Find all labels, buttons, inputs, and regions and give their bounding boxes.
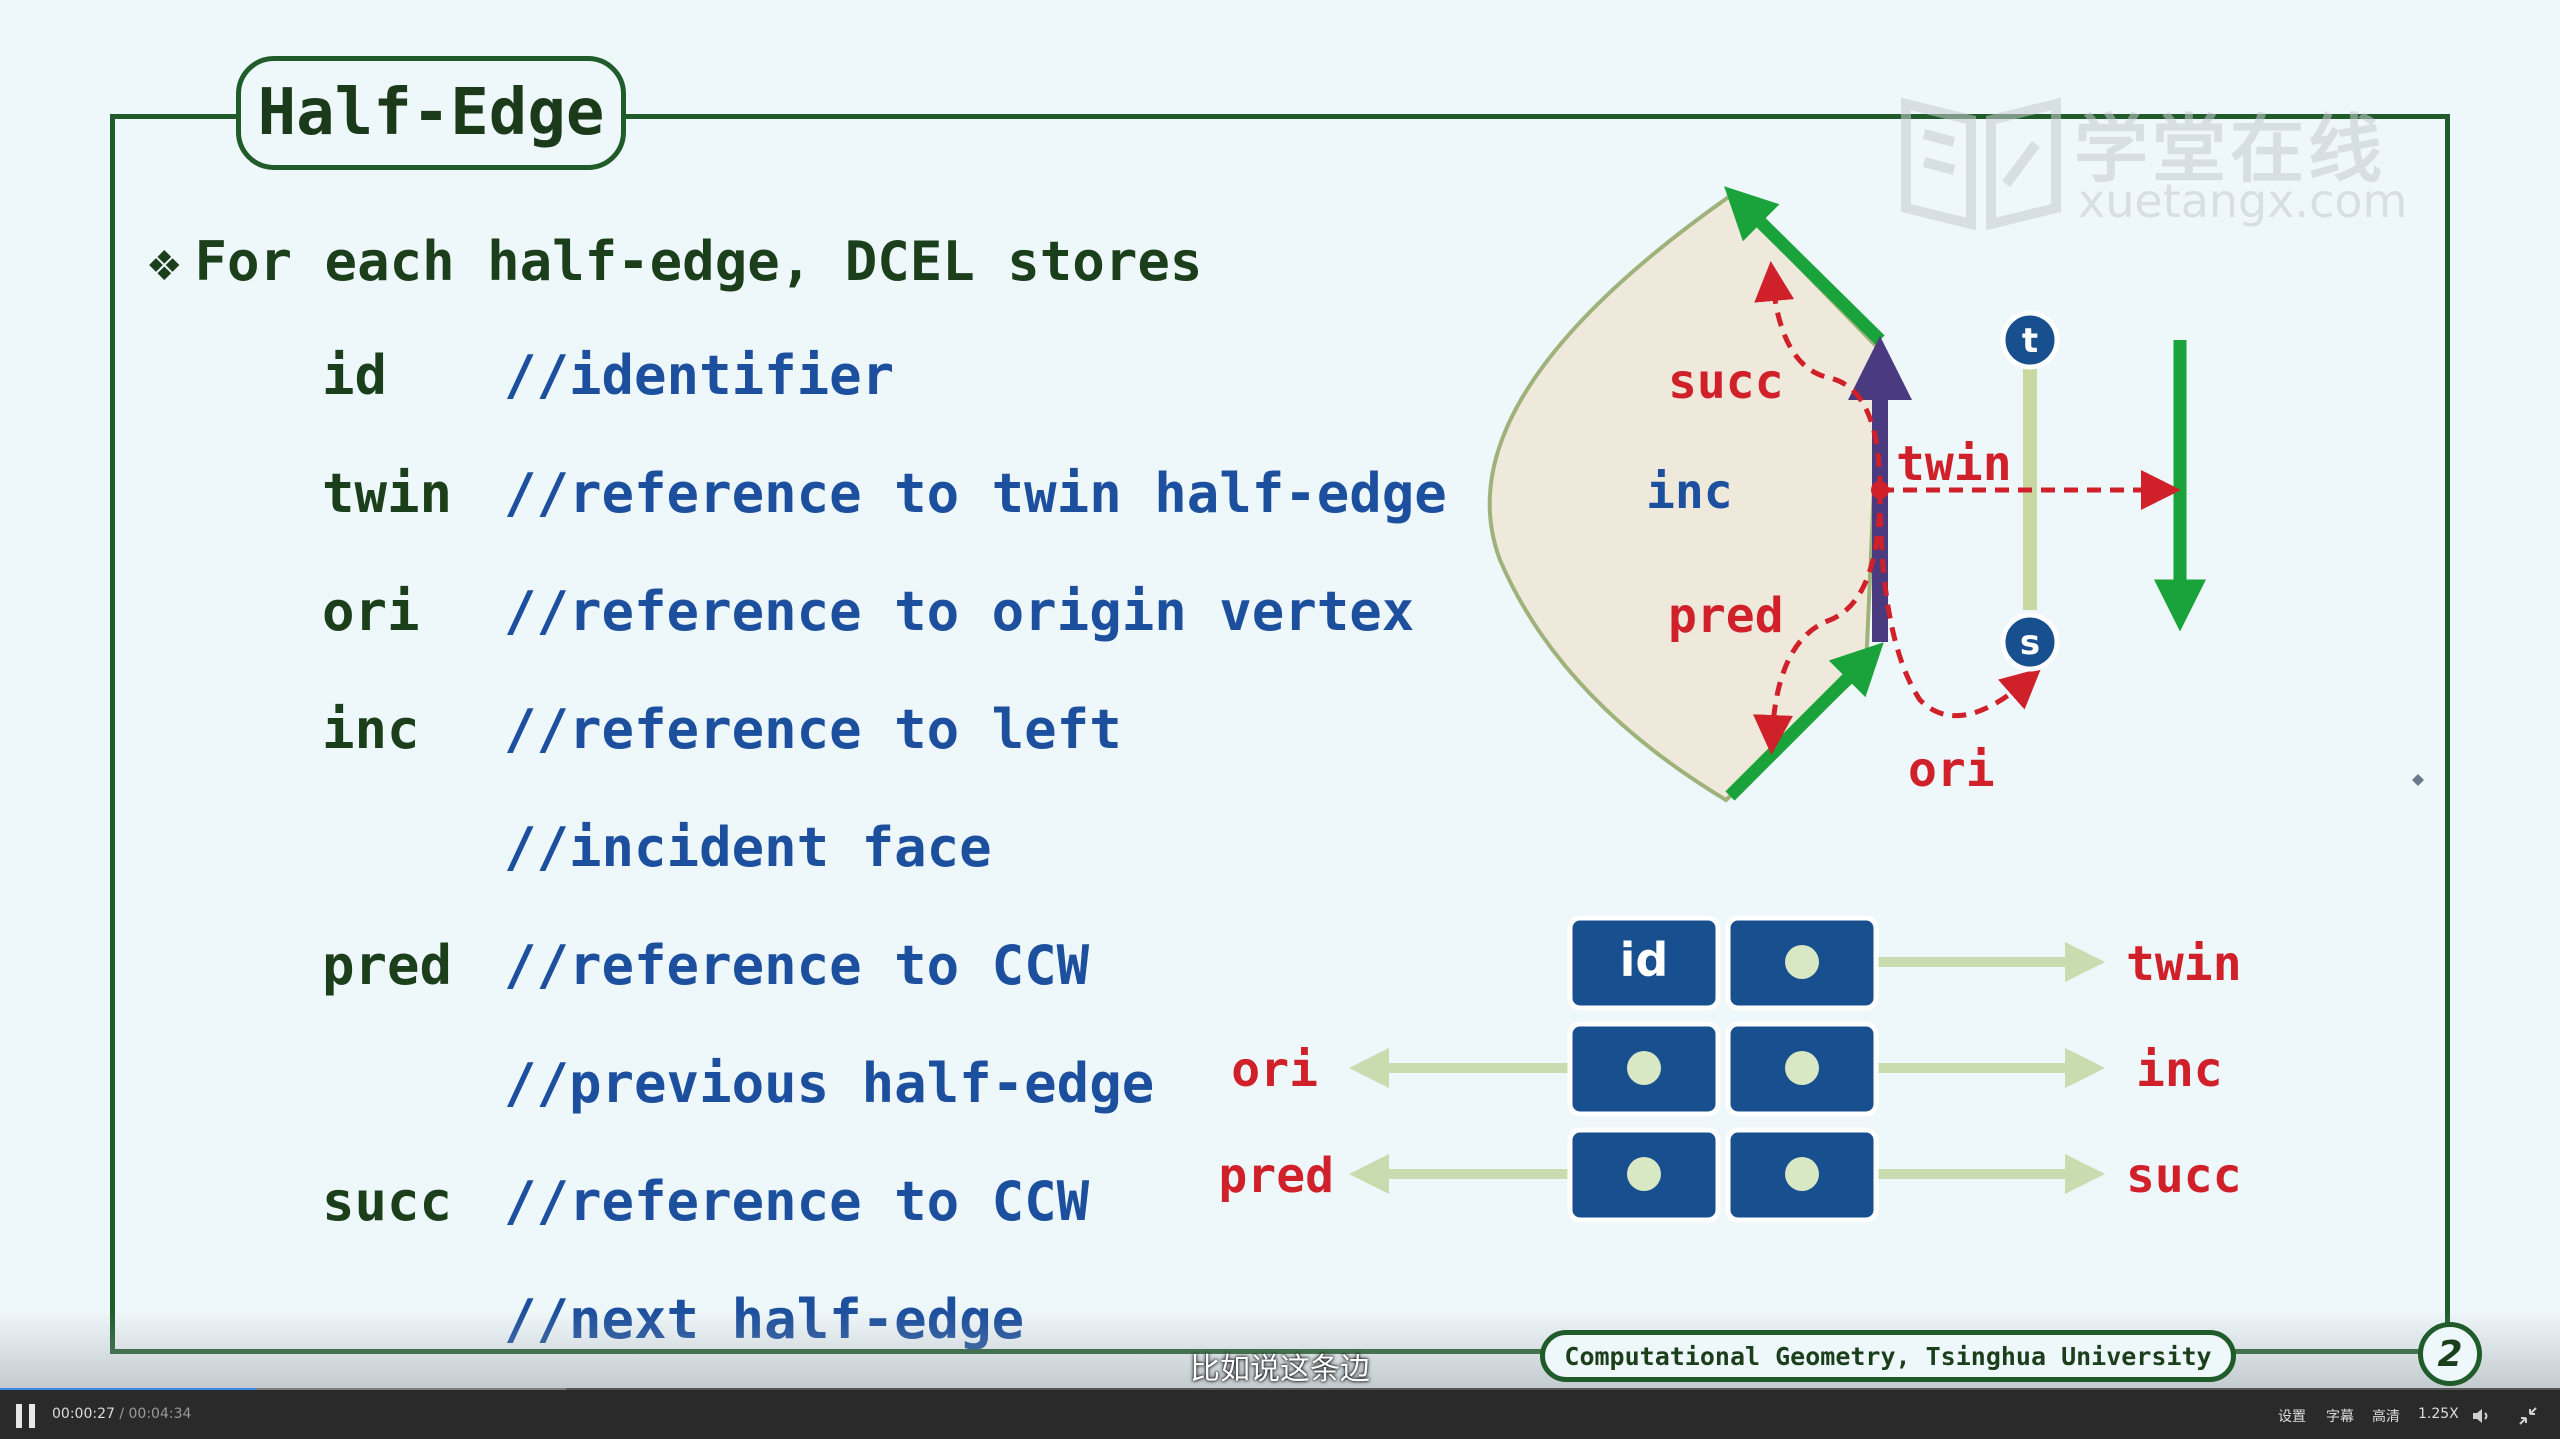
video-subtitle: 比如说这条边 (1190, 1352, 1370, 1387)
field-comment: //previous half-edge (504, 1052, 1155, 1115)
watermark-cn: 学堂在线 (2074, 107, 2386, 193)
quality-button[interactable]: 高清 (2372, 1409, 2400, 1425)
cursor-dot (2412, 774, 2424, 786)
record-succ-label: succ (2126, 1148, 2242, 1204)
vertex-s-label: s (2020, 623, 2040, 663)
field-comment: //incident face (504, 816, 992, 879)
volume-button[interactable] (2470, 1404, 2494, 1428)
watermark-url: xuetangx.com (2078, 174, 2408, 228)
diagram-pred-label: pred (1668, 588, 1784, 644)
slide-page-number: 2 (2418, 1322, 2482, 1386)
record-twin-label: twin (2126, 936, 2242, 992)
ori-pointer-dot (1627, 1051, 1661, 1085)
slide: Half-Edge 学堂在线 xuetangx.com ❖For each ha… (0, 56, 2560, 1390)
record-table: id twin inc succ ori pred (1218, 915, 2242, 1223)
field-name: pred (322, 934, 453, 997)
succ-pointer (1754, 261, 1883, 491)
half-edge-midpoint (1871, 481, 1889, 499)
current-time: 00:00:27 (52, 1406, 115, 1422)
pause-icon (29, 1404, 35, 1428)
ori-pointer (1877, 489, 2042, 719)
succ-pointer-dot (1785, 1157, 1819, 1191)
exit-fullscreen-button[interactable] (2516, 1404, 2540, 1428)
pause-icon (16, 1404, 22, 1428)
record-ori-label: ori (1231, 1042, 1318, 1098)
bullet-icon: ❖ (148, 230, 181, 293)
inc-pointer-dot (1785, 1051, 1819, 1085)
record-inc-label: inc (2136, 1042, 2223, 1098)
field-name: twin (322, 462, 453, 525)
field-comment: //reference to twin half-edge (504, 462, 1447, 525)
exit-fullscreen-icon (2519, 1407, 2537, 1425)
field-comment: //reference to origin vertex (504, 580, 1415, 643)
pred-green-arrow (1725, 642, 1884, 801)
speed-button[interactable]: 1.25X (2418, 1406, 2459, 1422)
incident-face (1487, 193, 1883, 803)
captions-button[interactable]: 字幕 (2326, 1409, 2354, 1425)
field-comment: //identifier (504, 344, 895, 407)
slide-title: Half-Edge (236, 56, 626, 170)
half-edge-diagram: t s succ inc twin pred ori id twin (1218, 186, 2424, 1223)
succ-green-arrow (1724, 186, 1885, 345)
field-name: inc (322, 698, 420, 761)
duration: 00:04:34 (128, 1406, 192, 1422)
watermark-logo: 学堂在线 xuetangx.com (1896, 84, 2416, 234)
time-separator: / (114, 1406, 129, 1422)
settings-button[interactable]: 设置 (2278, 1409, 2306, 1425)
book-logo-icon (1901, 97, 2061, 231)
record-id-label: id (1620, 933, 1669, 987)
bullet-line: ❖For each half-edge, DCEL stores (148, 230, 1202, 293)
slide-footer: Computational Geometry, Tsinghua Univers… (1540, 1330, 2236, 1382)
time-display: 00:00:27 / 00:04:34 (52, 1406, 191, 1422)
pred-pointer-dot (1627, 1157, 1661, 1191)
field-name: ori (322, 580, 420, 643)
field-comment: //reference to CCW (504, 1170, 1090, 1233)
diagram-ori-label: ori (1908, 742, 1995, 798)
bullet-text: For each half-edge, DCEL stores (194, 230, 1203, 293)
twin-pointer-dot (1785, 945, 1819, 979)
field-name: succ (322, 1170, 453, 1233)
diagram-inc-label: inc (1646, 464, 1733, 520)
volume-icon (2473, 1409, 2488, 1423)
diagram-succ-label: succ (1668, 354, 1784, 410)
pause-button[interactable] (16, 1404, 38, 1428)
diagram-twin-label: twin (1896, 436, 2012, 492)
field-comment: //reference to left (504, 698, 1122, 761)
record-pred-label: pred (1218, 1148, 1334, 1204)
field-name: id (322, 344, 388, 407)
field-comment: //reference to CCW (504, 934, 1090, 997)
video-control-bar (0, 1390, 2560, 1439)
pred-pointer (1753, 489, 1883, 755)
vertex-s (2000, 612, 2060, 672)
vertex-t (2000, 310, 2060, 370)
vertex-t-label: t (2022, 321, 2038, 361)
record-cell-id (1567, 915, 1721, 1011)
